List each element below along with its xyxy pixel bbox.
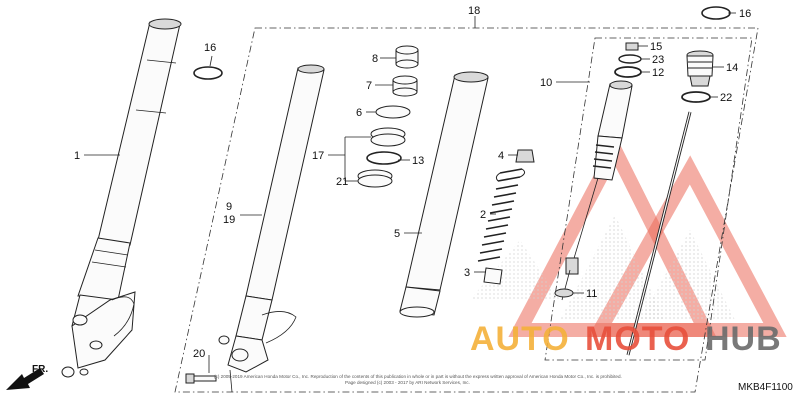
o-ring-22 bbox=[681, 91, 711, 103]
slide-bushing-8 bbox=[395, 45, 419, 69]
callout-numbers: 1 16 18 16 9 19 20 8 7 6 17 13 21 5 4 2 … bbox=[74, 5, 751, 360]
fork-outer-assembly bbox=[61, 18, 182, 378]
watermark-part-hub: HUB bbox=[705, 320, 782, 358]
spring-collar-3 bbox=[483, 267, 503, 285]
copyright-line-2: Page designed (c) 2003 - 2017 by ARI Net… bbox=[345, 380, 470, 385]
dust-seal-21 bbox=[357, 169, 393, 188]
callout-8: 8 bbox=[372, 53, 378, 65]
front-direction-label: FR. bbox=[32, 364, 48, 375]
collar-4 bbox=[515, 149, 535, 163]
copyright-line-1: (c) 2005-2019 American Honda Motor Co., … bbox=[214, 374, 622, 379]
callout-23: 23 bbox=[652, 54, 664, 66]
damper-cartridge-10 bbox=[561, 80, 633, 301]
callout-2: 2 bbox=[480, 209, 486, 221]
callout-17: 17 bbox=[312, 150, 324, 162]
fork-tube-5 bbox=[399, 71, 489, 318]
fork-inner-tube-assembly bbox=[218, 64, 325, 393]
o-ring-16-left bbox=[193, 66, 223, 80]
lock-nut-15 bbox=[625, 42, 639, 51]
guide-bushing-7 bbox=[392, 75, 418, 97]
watermark-text: AUTO MOTO HUB bbox=[470, 320, 782, 358]
callout-12: 12 bbox=[652, 67, 664, 79]
callout-11: 11 bbox=[586, 288, 597, 300]
front-direction-arrow: FR. bbox=[6, 364, 48, 390]
stopper-ring-13 bbox=[366, 151, 402, 165]
back-up-ring-6 bbox=[375, 105, 411, 119]
leader-lines bbox=[84, 12, 736, 373]
watermark-logo bbox=[470, 134, 787, 337]
piston-ring-12 bbox=[614, 66, 642, 78]
callout-6: 6 bbox=[356, 107, 362, 119]
callout-21: 21 bbox=[336, 176, 348, 188]
callout-15: 15 bbox=[650, 41, 662, 53]
callout-20: 20 bbox=[193, 348, 205, 360]
callout-13: 13 bbox=[412, 155, 424, 167]
watermark-part-moto: MOTO bbox=[585, 320, 690, 358]
oil-seal-17 bbox=[370, 127, 406, 147]
callout-5: 5 bbox=[394, 228, 400, 240]
callout-3: 3 bbox=[464, 267, 470, 279]
watermark-part-auto: AUTO bbox=[470, 320, 570, 358]
callout-7: 7 bbox=[366, 80, 372, 92]
cartridge-boundary-box bbox=[544, 37, 753, 361]
callout-4: 4 bbox=[498, 150, 504, 162]
callout-14: 14 bbox=[726, 62, 738, 74]
callout-18: 18 bbox=[468, 5, 480, 17]
diagram-code: MKB4F1100 bbox=[738, 382, 793, 393]
callout-19: 19 bbox=[223, 214, 235, 226]
callout-22: 22 bbox=[720, 92, 732, 104]
callout-1: 1 bbox=[74, 150, 80, 162]
washer-11 bbox=[554, 288, 574, 298]
o-ring-16-right bbox=[701, 6, 731, 20]
callout-9: 9 bbox=[226, 201, 232, 213]
bolt-20 bbox=[185, 373, 217, 384]
callout-16-right: 16 bbox=[739, 8, 751, 20]
callout-16-left: 16 bbox=[204, 42, 216, 54]
callout-10: 10 bbox=[540, 77, 552, 89]
o-ring-23 bbox=[618, 54, 642, 64]
fork-bolt-14 bbox=[686, 50, 714, 87]
fork-spring-2 bbox=[477, 168, 526, 262]
assembly-boundary-box bbox=[174, 27, 759, 393]
